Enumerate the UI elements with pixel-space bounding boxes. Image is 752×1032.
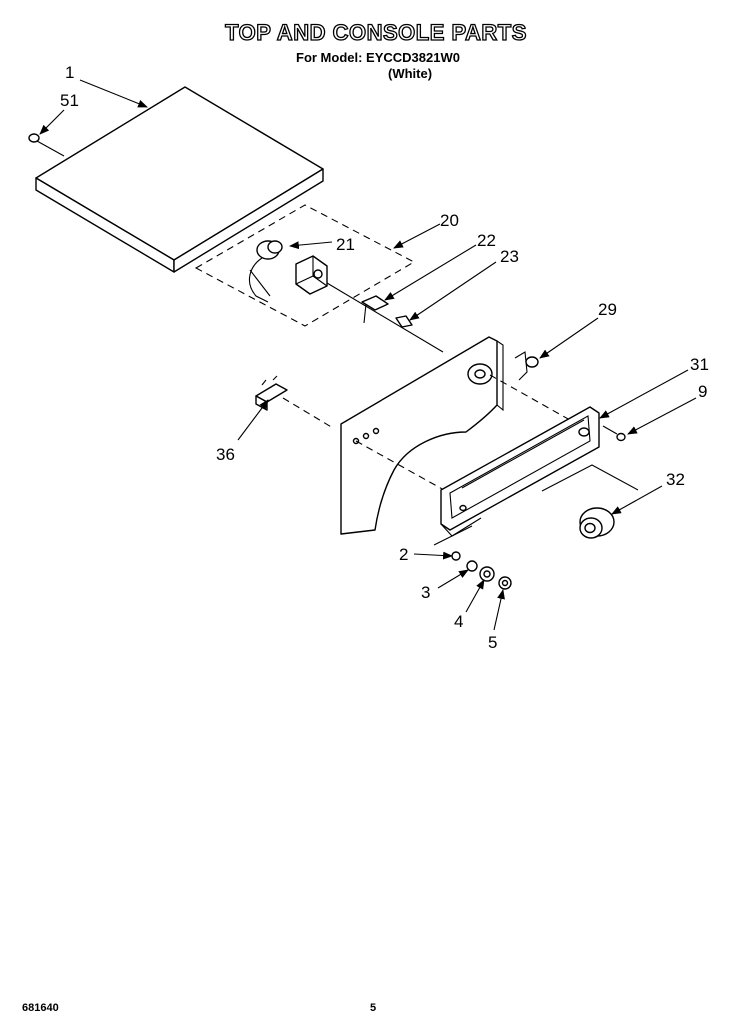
control-bezel — [440, 406, 600, 537]
callout-leaders — [39, 79, 697, 631]
callout-1: 1 — [65, 63, 74, 82]
console-panel — [340, 336, 504, 535]
callout-32: 32 — [666, 470, 685, 489]
callout-3: 3 — [421, 583, 430, 602]
timer-bracket — [326, 282, 444, 353]
console-guide-31 — [489, 374, 571, 421]
page-number: 5 — [370, 1002, 377, 1014]
hardware-stack — [433, 525, 512, 590]
console-guide-36 — [282, 397, 334, 429]
door-switch — [255, 375, 288, 411]
callout-36: 36 — [216, 445, 235, 464]
callout-20: 20 — [440, 211, 459, 230]
callout-51: 51 — [60, 91, 79, 110]
bezel-screw-9 — [602, 425, 626, 442]
console-screw-29 — [514, 351, 539, 381]
callout-23: 23 — [500, 247, 519, 266]
callout-4: 4 — [454, 612, 463, 631]
footer-code: 681640 — [22, 1002, 59, 1014]
model-label: For Model: EYCCD3821W0 — [296, 50, 460, 65]
timer-motor — [248, 240, 283, 303]
page-title: TOP AND CONSOLE PARTS — [224, 19, 527, 45]
callout-2: 2 — [399, 545, 408, 564]
callout-5: 5 — [488, 633, 497, 652]
callout-9: 9 — [698, 382, 707, 401]
callout-21: 21 — [336, 235, 355, 254]
callout-31: 31 — [690, 355, 709, 374]
top-panel — [35, 86, 324, 273]
callout-22: 22 — [477, 231, 496, 250]
color-label: (White) — [388, 66, 433, 81]
timer-switch — [295, 255, 328, 295]
callout-29: 29 — [598, 300, 617, 319]
control-knob — [541, 464, 639, 539]
top-screw — [28, 133, 65, 157]
console-guide-2 — [355, 440, 445, 491]
